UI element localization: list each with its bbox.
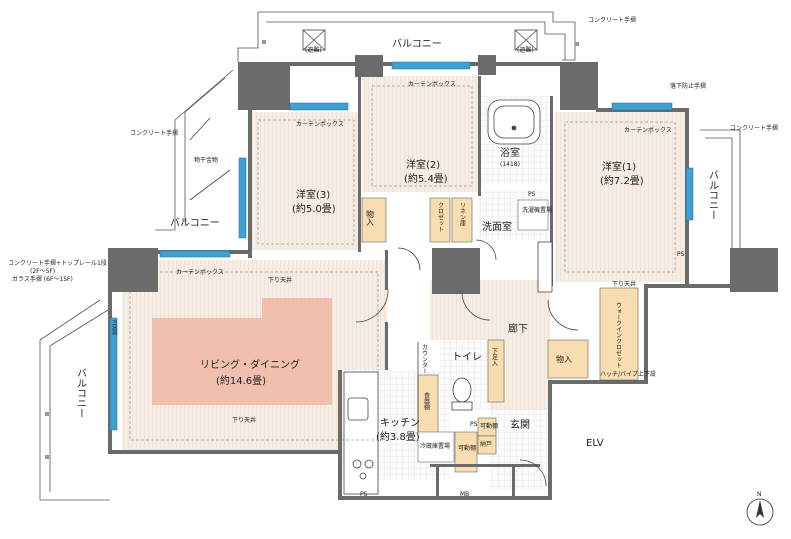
mb-label: MB — [460, 491, 469, 498]
kitchen-sink — [347, 397, 369, 421]
room1-floor — [555, 112, 685, 282]
room2-name: 洋室(2) — [406, 158, 440, 171]
fix-window-label: FIX窓 — [111, 320, 118, 336]
window-room1-side — [685, 167, 694, 221]
drop-ceiling-living: 下り天井 — [268, 276, 292, 284]
ps2-label: PS — [677, 251, 685, 258]
laundry-space — [517, 199, 549, 231]
entrance-floor — [490, 410, 548, 490]
concrete-rail-3: コンクリート手摺 — [730, 124, 778, 132]
corridor-label: 廊下 — [508, 322, 528, 335]
hatch-pipe-label: ハッチ/パイプ上下設 — [600, 370, 656, 378]
linen-closet — [451, 197, 473, 243]
bath-name: 浴室 — [500, 146, 520, 159]
laundry-label: 洗濯機置場 — [522, 206, 552, 214]
kitchen-size: (約3.8畳) — [376, 430, 420, 443]
windows — [109, 61, 694, 431]
stove-burner-2 — [364, 459, 374, 469]
drop-ceiling-living-bottom: 下り天井 — [232, 416, 256, 424]
room1-size: (約7.2畳) — [600, 174, 644, 187]
washroom-label: 洗面室 — [482, 220, 512, 233]
balcony-outlines — [39, 11, 741, 501]
movable1-label: 可動棚 — [480, 422, 498, 430]
nato-label: 納戸 — [480, 440, 492, 448]
living-highlight — [152, 298, 332, 405]
storage2-label: 物入 — [556, 354, 572, 364]
window-room1-top — [611, 102, 673, 111]
walls — [108, 55, 778, 500]
entrance-label: 玄関 — [510, 418, 530, 431]
fridge-space — [417, 431, 455, 463]
shoe-cabinet — [487, 339, 505, 403]
room2-floor — [362, 76, 480, 192]
toilet-label: トイレ — [452, 352, 482, 363]
fall-prevention-rail: 落下防止手摺 — [670, 82, 706, 90]
curtain-box-room3: カーテンボックス — [296, 120, 344, 128]
bathtub — [487, 99, 541, 145]
labels: バルコニー バルコニー バルコニー バルコニー 洋室(3) (約5.0畳) 洋室… — [8, 16, 778, 498]
window-room3-side — [238, 157, 247, 239]
movable2-label: 可動棚 — [458, 444, 476, 452]
fixtures — [189, 29, 579, 495]
curtain-box-room1: カーテンボックス — [624, 126, 672, 134]
balcony-drain-marks — [45, 40, 579, 459]
walkin-label: ウォークインクロゼット — [615, 302, 622, 368]
storage-corridor — [547, 339, 589, 379]
room3-size: (約5.0畳) — [292, 202, 336, 215]
window-living-top — [159, 250, 231, 258]
drop-ceiling-walkin: 下り天井 — [612, 280, 636, 288]
nato-closet — [477, 435, 497, 455]
ps1-label: PS — [528, 191, 536, 198]
room2-size: (約5.4畳) — [404, 172, 448, 185]
linen-label: リネン庫 — [459, 202, 466, 227]
concrete-rail-1: コンクリート手摺 — [588, 16, 636, 24]
concrete-rail-2: コンクリート手摺 — [130, 129, 178, 137]
concrete-rail-4c: ガラス手摺 (6F〜15F) — [12, 275, 73, 283]
bath-size: (1418) — [500, 161, 520, 168]
toilet-bowl — [452, 377, 472, 403]
closet-label: クロゼット — [437, 202, 444, 232]
north-label: N — [757, 491, 762, 498]
living-size: (約14.6畳) — [216, 374, 266, 387]
living-name: リビング・ダイニング — [200, 358, 300, 371]
curtain-box-room2: カーテンボックス — [408, 80, 456, 88]
balcony-top-label: バルコニー — [392, 38, 442, 50]
balcony-left-label: バルコニー — [170, 217, 220, 229]
window-room2-top — [391, 61, 471, 70]
window-living-side — [109, 317, 118, 431]
hatch1-label: (避難) — [305, 46, 322, 54]
counter-label: カウンター — [421, 344, 428, 374]
shoe-label: 下足入 — [491, 348, 498, 366]
wash-basin — [537, 241, 553, 293]
movable-shelf2 — [454, 431, 478, 473]
concrete-rail-4b: (2F〜5F) — [30, 268, 55, 275]
room1-name: 洋室(1) — [602, 160, 636, 173]
hatch2-label: (避難) — [517, 46, 534, 54]
closet-room2 — [429, 197, 451, 243]
balcony-west-label: バルコニー — [75, 368, 87, 418]
drop-ceiling-lines — [129, 85, 676, 441]
pantry-label: 食器棚 — [423, 391, 430, 411]
stove-burner-1 — [352, 459, 362, 469]
dryer-label: 物干金物 — [194, 156, 218, 164]
curtain-box-living: カーテンボックス — [176, 268, 224, 276]
kitchen-counter — [343, 371, 379, 495]
storage1-label: 物入 — [366, 209, 375, 226]
ps4-label: PS — [360, 491, 368, 498]
ps3-label: PS — [470, 421, 478, 428]
concrete-rail-4a: コンクリート手摺+トップレール1段 — [8, 259, 107, 267]
room3-name: 洋室(3) — [296, 188, 330, 201]
storage-areas — [361, 197, 639, 473]
walkin-closet — [599, 287, 639, 381]
stove-burner-3 — [359, 472, 367, 480]
window-room3-top — [289, 102, 349, 111]
elv-label: ELV — [586, 438, 604, 449]
balcony-right-label: バルコニー — [707, 170, 719, 220]
kitchen-name: キッチン — [380, 417, 420, 429]
fridge-label: 冷蔵庫置場 — [420, 442, 450, 450]
north-arrow-icon: N — [746, 491, 774, 526]
room3-floor — [252, 112, 360, 250]
storage-room3 — [361, 197, 387, 243]
